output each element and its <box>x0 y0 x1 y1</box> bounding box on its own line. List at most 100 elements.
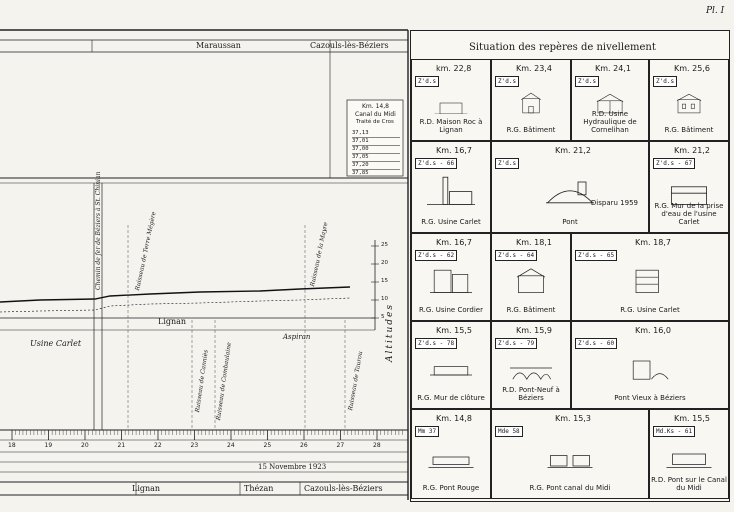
altitude-tick-label: 15 <box>381 278 388 284</box>
plate-number: Pl. I <box>706 6 725 16</box>
repere-caption: R.G. Mur de clôture <box>417 393 485 402</box>
repere-km: Km. 15,9 <box>516 326 552 335</box>
bottom-label-lignan: Lignan <box>132 484 161 493</box>
km-tick-label: 26 <box>300 442 308 449</box>
repere-ref-mark: Z'd.s - 64 <box>495 250 538 261</box>
repere-caption: R.G. Pont Rouge <box>422 483 480 492</box>
repere-caption: R.G. Bâtiment <box>664 125 714 134</box>
repere-km: Km. 16,0 <box>635 326 671 335</box>
repere-sketch <box>586 354 714 382</box>
repere-km: Km. 21,2 <box>555 146 591 155</box>
top-label-maraussan: Maraussan <box>196 41 241 50</box>
repere-caption: Pont <box>562 217 578 226</box>
repere-caption: R.D. Pont sur le Canal du Midi <box>651 475 727 492</box>
repere-sketch <box>426 442 476 472</box>
feature-usine-carlet: Usine Carlet <box>30 339 82 348</box>
repere-sketch <box>506 442 634 472</box>
repere-caption: R.G. Mur de la prise d'eau de l'usine Ca… <box>654 201 724 226</box>
repere-km: Km. 16,7 <box>436 146 472 155</box>
repere-caption: R.D. Pont-Neuf à Béziers <box>502 385 560 402</box>
altitude-tick-label: 5 <box>381 314 385 320</box>
repere-caption: R.D. Maison Roc à Lignan <box>419 117 483 134</box>
km-tick-label: 18 <box>8 442 16 449</box>
reperes-panel: Situation des repères de nivellement km.… <box>410 30 730 502</box>
legend-row: 37,00 <box>352 146 400 154</box>
repere-sketch <box>506 92 556 114</box>
repere-km: Km. 16,7 <box>436 238 472 247</box>
repere-ref-mark: Z'd.s <box>415 76 440 87</box>
top-label-cazouls: Cazouls-lès-Béziers <box>310 41 389 50</box>
repere-ref-mark: Z'd.s - 78 <box>415 338 458 349</box>
km-ticks <box>11 430 403 440</box>
km-tick-label: 20 <box>81 442 89 449</box>
repere-caption: R.G. Bâtiment <box>506 305 556 314</box>
repere-sketch <box>426 354 476 382</box>
km-tick-label: 22 <box>154 442 162 449</box>
legend-row: 37,20 <box>352 162 400 170</box>
profile-frame <box>0 29 409 500</box>
bottom-label-cazouls: Cazouls-lès-Béziers <box>304 484 383 493</box>
altitude-tick-label: 20 <box>381 260 388 266</box>
repere-sketch <box>664 92 714 114</box>
repere-caption: Pont Vieux à Béziers <box>614 393 686 402</box>
repere-ref-mark: Z'd.s - 66 <box>415 158 458 169</box>
repere-caption: R.G. Usine Cordier <box>419 305 483 314</box>
repere-km: Km. 21,2 <box>674 146 710 155</box>
repere-ref-mark: Z'd.s <box>495 158 520 169</box>
repere-sketch <box>506 266 556 294</box>
feature-railway: Chemin de fer de Béziers à St. Chinian <box>95 171 102 290</box>
km-tick-label: 28 <box>373 442 381 449</box>
repere-ref-mark: Mde 58 <box>495 426 523 437</box>
repere-ref-mark: Z'd.s - 67 <box>653 158 696 169</box>
repere-km: Km. 25,6 <box>674 64 710 73</box>
repere-km: Km. 14,8 <box>436 414 472 423</box>
repere-sketch <box>426 92 476 115</box>
repere-ref-mark: Z'd.s <box>495 76 520 87</box>
repere-caption-secondary: Disparu 1959 <box>590 199 638 207</box>
repere-sketch <box>664 174 714 206</box>
km-tick-label: 24 <box>227 442 235 449</box>
repere-km: Km. 15,5 <box>674 414 710 423</box>
altitude-tick-label: 10 <box>381 296 388 302</box>
repere-ref-mark: Z'd.s - 65 <box>575 250 618 261</box>
bottom-label-thezan: Thézan <box>244 484 274 493</box>
legend-row: 37,01 <box>352 138 400 146</box>
altitude-ticks <box>371 245 379 319</box>
repere-km: Km. 23,4 <box>516 64 552 73</box>
feature-aspiran: Aspiran <box>283 333 311 341</box>
repere-caption: R.G. Usine Carlet <box>620 305 680 314</box>
repere-km: km. 22,8 <box>436 64 472 73</box>
altitude-axis-label: Altitudes <box>385 303 395 362</box>
survey-date: 15 Novembre 1923 <box>258 463 327 471</box>
legend-row: 37,85 <box>352 170 400 178</box>
reperes-title: Situation des repères de nivellement <box>469 42 656 53</box>
repere-ref-mark: Z'd.s - 60 <box>575 338 618 349</box>
repere-km: Km. 15,5 <box>436 326 472 335</box>
km-tick-label: 25 <box>263 442 272 449</box>
repere-ref-mark: Z'd.s - 62 <box>415 250 458 261</box>
repere-sketch <box>506 174 634 206</box>
repere-ref-mark: Md.Ks - 61 <box>653 426 696 437</box>
repere-sketch <box>426 174 476 206</box>
repere-sketch <box>506 354 556 382</box>
legend-title: Km. 14,8 <box>362 103 389 110</box>
repere-sketch <box>426 266 476 294</box>
